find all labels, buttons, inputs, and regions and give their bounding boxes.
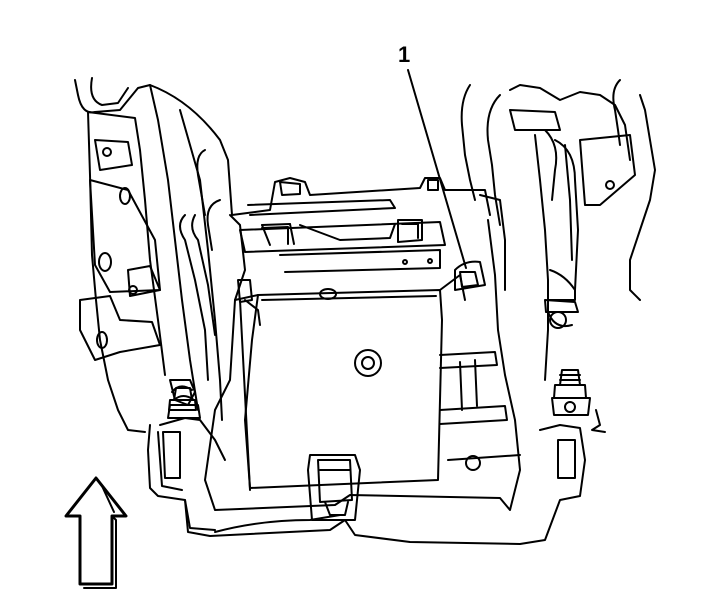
orientation-arrow-up [64, 476, 128, 589]
left-mounting-stud [168, 387, 197, 411]
right-body-structure [460, 79, 656, 433]
callout-leader-line [407, 69, 467, 269]
right-mounting-stud [551, 369, 591, 416]
callout-label-1: 1 [398, 42, 410, 67]
left-body-structure [74, 77, 233, 433]
callout-1: 1 [398, 42, 467, 269]
battery-tray [147, 177, 586, 545]
